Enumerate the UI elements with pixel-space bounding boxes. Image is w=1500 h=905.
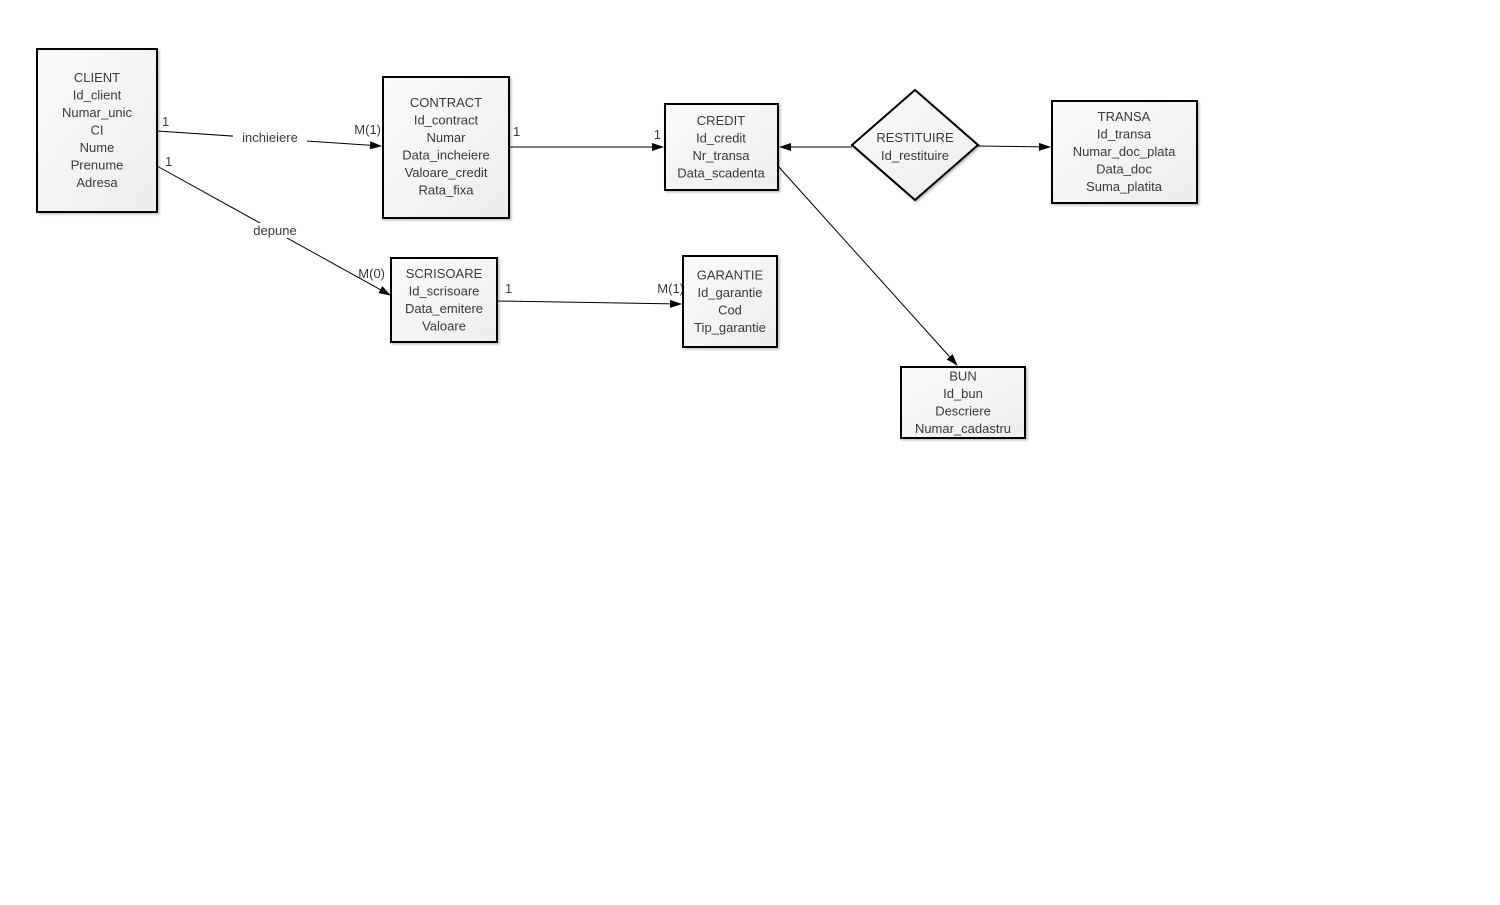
cardinality-label: 1 <box>513 124 520 139</box>
entity-attribute: Rata_fixa <box>419 183 475 198</box>
entity-attribute: Nr_transa <box>692 148 750 163</box>
entity-title: BUN <box>949 369 976 384</box>
cardinality-label: M(1) <box>657 281 684 296</box>
entity-box[interactable] <box>664 103 779 191</box>
relationship-name-label: depune <box>253 223 296 238</box>
cardinality-label: M(1) <box>354 122 381 137</box>
entity-title: CLIENT <box>74 70 120 85</box>
entity-attribute: Data_incheiere <box>402 148 489 163</box>
entity-attribute: Tip_garantie <box>694 320 766 335</box>
entity-contract[interactable]: CONTRACT Id_contract Numar Data_incheier… <box>382 76 510 219</box>
entity-box[interactable] <box>682 255 778 348</box>
entity-attribute: Data_scadenta <box>677 166 765 181</box>
entity-box[interactable] <box>390 257 498 343</box>
edge-label-background <box>247 223 303 238</box>
entity-title: GARANTIE <box>697 268 764 283</box>
entity-attribute: Numar_cadastru <box>915 421 1011 436</box>
entity-attribute: Numar_unic <box>62 105 133 120</box>
cardinality-label: 1 <box>505 281 512 296</box>
entity-title: SCRISOARE <box>406 266 483 281</box>
connection-scrisoare-garantie: 1 M(1) <box>496 281 684 308</box>
connection-client-scrisoare: 1 depune M(0) <box>156 154 391 296</box>
entity-attribute: Adresa <box>76 175 118 190</box>
relationship-restituire[interactable]: RESTITUIRE Id_restituire <box>850 88 980 202</box>
entity-attribute: Id_client <box>73 88 122 103</box>
cardinality-label: 1 <box>654 127 661 142</box>
entity-attribute: Numar_doc_plata <box>1073 144 1176 159</box>
entity-attribute: Numar <box>426 130 466 145</box>
connection-restituire-transa <box>977 142 1051 151</box>
connection-credit-bun <box>777 165 958 366</box>
connection-client-contract: 1 inchieiere M(1) <box>156 114 382 150</box>
relationship-name-label: inchieiere <box>242 130 298 145</box>
entity-attribute: Suma_platita <box>1086 179 1163 194</box>
entity-title: CONTRACT <box>410 95 482 110</box>
entity-attribute: Valoare_credit <box>405 165 488 180</box>
entity-credit[interactable]: CREDIT Id_credit Nr_transa Data_scadenta <box>664 103 779 191</box>
entity-box[interactable] <box>1051 100 1198 204</box>
entity-attribute: Id_scrisoare <box>409 284 480 299</box>
entity-garantie[interactable]: GARANTIE Id_garantie Cod Tip_garantie <box>682 255 778 348</box>
relationship-attribute: Id_restituire <box>881 148 949 163</box>
entity-attribute: Data_emitere <box>405 301 483 316</box>
cardinality-label: 1 <box>165 154 172 169</box>
entity-attribute: Prenume <box>71 158 124 173</box>
entity-attribute: CI <box>91 123 104 138</box>
entity-box[interactable] <box>900 366 1026 439</box>
entity-attribute: Data_doc <box>1096 162 1152 177</box>
entity-attribute: Id_credit <box>696 131 746 146</box>
entity-attribute: Id_bun <box>943 386 983 401</box>
entity-title: TRANSA <box>1098 109 1151 124</box>
entity-client[interactable]: CLIENT Id_client Numar_unic CI Nume Pren… <box>36 48 158 213</box>
cardinality-label: M(0) <box>358 266 385 281</box>
entity-attribute: Valoare <box>422 319 466 334</box>
entity-attribute: Id_contract <box>414 113 479 128</box>
entity-attribute: Descriere <box>935 404 991 419</box>
entity-attribute: Id_garantie <box>697 285 762 300</box>
connection-contract-credit: 1 1 <box>509 124 664 151</box>
relationship-title: RESTITUIRE <box>876 130 954 145</box>
relationship-diamond[interactable] <box>850 88 980 202</box>
cardinality-label: 1 <box>162 114 169 129</box>
entity-attribute: Nume <box>80 140 115 155</box>
entity-transa[interactable]: TRANSA Id_transa Numar_doc_plata Data_do… <box>1051 100 1198 204</box>
entity-scrisoare[interactable]: SCRISOARE Id_scrisoare Data_emitere Valo… <box>390 257 498 343</box>
entity-title: CREDIT <box>697 113 745 128</box>
entity-attribute: Id_transa <box>1097 127 1152 142</box>
entity-bun[interactable]: BUN Id_bun Descriere Numar_cadastru <box>900 366 1026 439</box>
entity-box[interactable] <box>36 48 158 213</box>
entity-box[interactable] <box>382 76 510 219</box>
edge-label-background <box>233 130 307 146</box>
entity-attribute: Cod <box>718 303 742 318</box>
